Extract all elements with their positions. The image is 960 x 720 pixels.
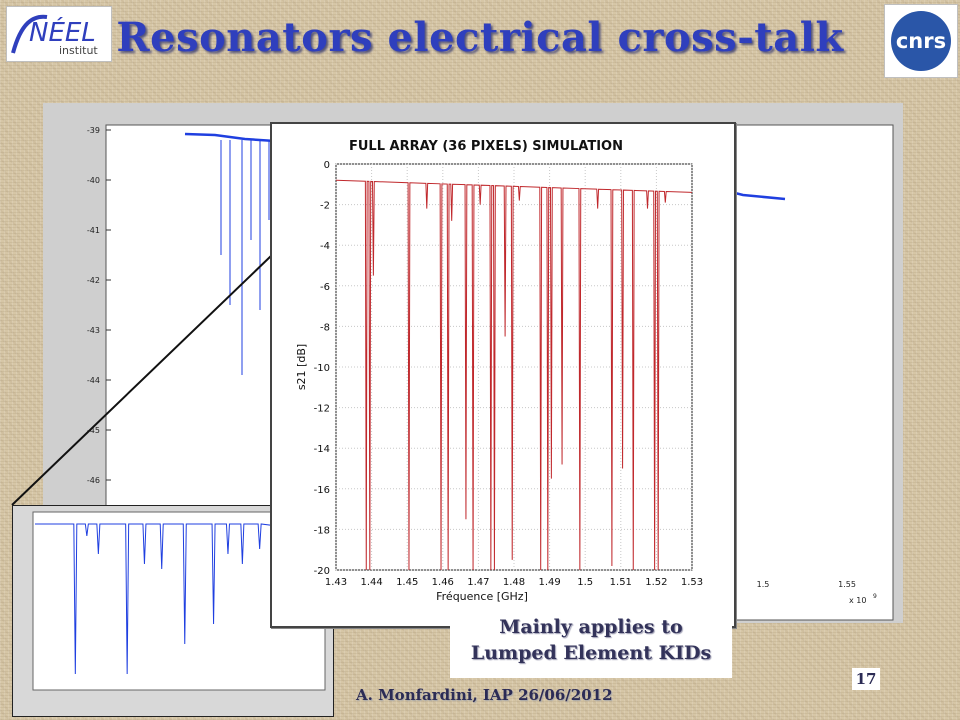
simulated-s21-line [335,179,693,571]
x-tick-label: 1.52 [645,577,667,588]
y-tick-label: -20 [314,566,330,577]
x-tick-label: 1.55 [838,580,856,589]
y-tick-label: -6 [320,282,330,293]
callout-line-2: Lumped Element KIDs [470,642,712,664]
slide-title: Resonators electrical cross-talk [116,14,844,61]
x-tick-label: 1.48 [503,577,525,588]
simulation-y-axis-label: s21 [dB] [295,344,308,390]
cnrs-logo: cnrs [884,4,958,78]
y-tick-label: -2 [320,201,330,212]
cnrs-logo-text: cnrs [896,29,946,53]
y-tick-label: -8 [320,322,330,333]
neel-logo-text: NÉEL [29,16,96,48]
y-tick-label: -41 [87,226,100,235]
x-tick-label: 1.45 [396,577,418,588]
neel-institut-logo: NÉEL institut [6,6,112,62]
y-tick-label: -43 [87,326,100,335]
y-tick-label: -44 [87,376,100,385]
y-tick-label: 0 [324,160,330,171]
x-tick-label: 1.46 [432,577,454,588]
inset-spectrum-line [35,523,309,675]
footer-author: A. Monfardini, IAP 26/06/2012 [356,686,613,704]
inset-trace [35,523,309,675]
simulation-y-ticks: 0 -2 -4 -6 -8 -10 -12 -14 -16 -18 -20 [314,160,330,577]
y-tick-label: -12 [314,404,330,415]
y-tick-label: -16 [314,485,330,496]
x-multiplier-label: x 10 [849,596,866,605]
simulation-trace [335,179,693,571]
y-tick-label: -40 [87,176,100,185]
y-tick-label: -10 [314,363,330,374]
y-tick-label: -45 [87,426,100,435]
y-tick-label: -4 [320,241,330,252]
simulation-x-ticks: 1.43 1.44 1.45 1.46 1.47 1.48 1.49 1.5 1.51 1.52 1… [325,577,703,588]
x-tick-label: 1.5 [757,580,770,589]
x-multiplier-exponent: 9 [873,593,877,600]
x-tick-label: 1.5 [577,577,593,588]
y-tick-label: -18 [314,525,330,536]
neel-logo-subtext: institut [59,44,98,57]
simulation-chart-title: FULL ARRAY (36 PIXELS) SIMULATION [349,139,623,154]
page-number: 17 [852,668,880,690]
x-tick-label: 1.49 [538,577,560,588]
y-tick-label: -14 [314,444,330,455]
x-tick-label: 1.53 [681,577,703,588]
simulation-x-axis-label: Fréquence [GHz] [436,590,528,603]
simulation-chart: FULL ARRAY (36 PIXELS) SIMULATION 0 -2 -4 -… [295,139,703,603]
simulation-panel: FULL ARRAY (36 PIXELS) SIMULATION 0 -2 -4 -… [270,122,736,628]
measured-x-ticks: 1.5 1.55 x 10 9 [757,580,877,605]
x-tick-label: 1.47 [467,577,489,588]
x-tick-label: 1.51 [610,577,632,588]
y-tick-label: -46 [87,476,100,485]
callout-line-1: Mainly applies to [499,616,683,638]
callout-box: Mainly applies to Lumped Element KIDs [450,606,732,678]
y-tick-label: -39 [87,126,100,135]
x-tick-label: 1.43 [325,577,347,588]
simulation-grid [335,163,693,571]
x-tick-label: 1.44 [360,577,382,588]
y-tick-label: -42 [87,276,100,285]
